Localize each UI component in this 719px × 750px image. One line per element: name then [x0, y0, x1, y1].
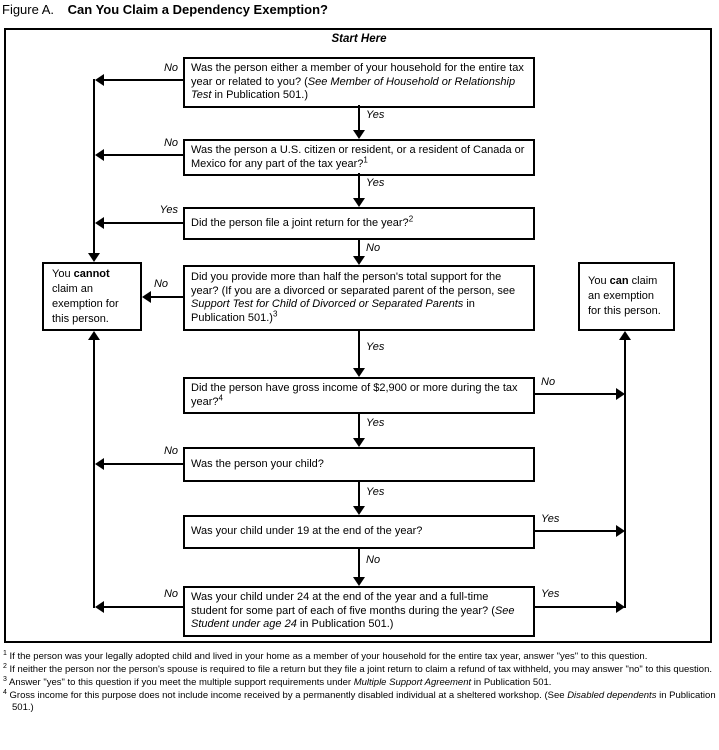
question-box-your-child: Was the person your child?: [183, 447, 535, 482]
arrow-down-icon: [88, 253, 100, 262]
branch-label-yes: Yes: [366, 109, 385, 121]
branch-label-no: No: [153, 278, 169, 290]
collector-line-right: [624, 339, 626, 608]
question-text-your-child: Was the person your child?: [191, 457, 324, 470]
collector-line-left-bottom: [93, 339, 95, 608]
arrow-left-icon: [95, 217, 104, 229]
branch-label-yes: Yes: [159, 204, 178, 216]
question-box-household: Was the person either a member of your h…: [183, 57, 535, 108]
connector-line: [104, 79, 183, 81]
branch-label-no: No: [366, 554, 381, 566]
arrow-down-icon: [353, 368, 365, 377]
branch-label-yes: Yes: [366, 417, 385, 429]
connector-line: [358, 240, 360, 257]
arrow-left-icon: [95, 149, 104, 161]
footnote-2: 2 If neither the person nor the person's…: [3, 662, 716, 676]
arrow-up-icon: [88, 331, 100, 340]
branch-label-yes: Yes: [366, 486, 385, 498]
connector-line: [104, 606, 183, 608]
question-box-citizen: Was the person a U.S. citizen or residen…: [183, 139, 535, 176]
outcome-can-claim: You can claim an exemption for this pers…: [578, 262, 675, 331]
branch-label-yes: Yes: [541, 513, 560, 525]
figure-title-main: Can You Claim a Dependency Exemption?: [67, 2, 328, 17]
connector-line: [358, 413, 360, 439]
question-text-citizen: Was the person a U.S. citizen or residen…: [191, 144, 525, 170]
connector-line: [358, 482, 360, 507]
footnote-text: Gross income for this purpose does not i…: [9, 690, 716, 713]
branch-label-no: No: [163, 445, 178, 457]
arrow-down-icon: [353, 130, 365, 139]
connector-line: [535, 530, 616, 532]
question-box-support: Did you provide more than half the perso…: [183, 265, 535, 331]
outcome-cannot-claim: You cannot claim an exemption for this p…: [42, 262, 142, 331]
outcome-text-cannot: You cannot claim an exemption for this p…: [52, 267, 119, 325]
question-text-under-19: Was your child under 19 at the end of th…: [191, 525, 423, 538]
question-text-under-24: Was your child under 24 at the end of th…: [191, 591, 515, 630]
figure-title-prefix: Figure A.: [2, 2, 55, 17]
arrow-down-icon: [353, 506, 365, 515]
footnotes: 1 If the person was your legally adopted…: [3, 649, 716, 715]
question-box-under-24: Was your child under 24 at the end of th…: [183, 586, 535, 637]
connector-line: [151, 296, 183, 298]
flowchart-border: [4, 28, 712, 643]
arrow-left-icon: [95, 601, 104, 613]
footnote-number: 1: [3, 649, 7, 657]
connector-line: [104, 463, 183, 465]
connector-line: [535, 606, 616, 608]
arrow-up-icon: [619, 331, 631, 340]
collector-line-left-top: [93, 79, 95, 254]
arrow-down-icon: [353, 577, 365, 586]
footnote-text: If the person was your legally adopted c…: [9, 651, 648, 662]
footnote-number: 4: [3, 688, 7, 696]
footnote-1: 1 If the person was your legally adopted…: [3, 649, 716, 663]
question-text-support: Did you provide more than half the perso…: [191, 271, 516, 324]
arrow-down-icon: [353, 256, 365, 265]
connector-line: [104, 154, 183, 156]
footnote-number: 2: [3, 662, 7, 670]
question-text-household: Was the person either a member of your h…: [191, 62, 524, 101]
question-text-gross-income: Did the person have gross income of $2,9…: [191, 382, 518, 408]
branch-label-no: No: [366, 242, 381, 254]
footnote-4: 4 Gross income for this purpose does not…: [3, 688, 716, 714]
branch-label-yes: Yes: [541, 588, 560, 600]
footnote-text: Answer "yes" to this question if you mee…: [9, 677, 552, 688]
outcome-text-can: You can claim an exemption for this pers…: [588, 275, 661, 317]
arrow-right-icon: [616, 388, 625, 400]
branch-label-no: No: [541, 376, 556, 388]
branch-label-no: No: [163, 588, 178, 600]
arrow-right-icon: [616, 525, 625, 537]
connector-line: [358, 331, 360, 369]
start-here-label: Start Here: [331, 33, 387, 45]
connector-line: [104, 222, 183, 224]
branch-label-yes: Yes: [366, 177, 385, 189]
connector-line: [358, 173, 360, 199]
question-box-under-19: Was your child under 19 at the end of th…: [183, 515, 535, 549]
arrow-left-icon: [142, 291, 151, 303]
arrow-left-icon: [95, 458, 104, 470]
connector-line: [358, 105, 360, 131]
arrow-down-icon: [353, 198, 365, 207]
branch-label-yes: Yes: [366, 341, 385, 353]
branch-label-no: No: [163, 62, 178, 74]
branch-label-no: No: [163, 137, 178, 149]
footnote-number: 3: [3, 675, 7, 683]
question-text-joint-return: Did the person file a joint return for t…: [191, 214, 414, 229]
footnote-text: If neither the person nor the person's s…: [9, 664, 712, 675]
connector-line: [358, 549, 360, 578]
arrow-right-icon: [616, 601, 625, 613]
connector-line: [535, 393, 616, 395]
arrow-down-icon: [353, 438, 365, 447]
question-box-joint-return: Did the person file a joint return for t…: [183, 207, 535, 240]
footnote-3: 3 Answer "yes" to this question if you m…: [3, 675, 716, 689]
question-box-gross-income: Did the person have gross income of $2,9…: [183, 377, 535, 414]
arrow-left-icon: [95, 74, 104, 86]
figure-title: Figure A. Can You Claim a Dependency Exe…: [2, 2, 328, 17]
